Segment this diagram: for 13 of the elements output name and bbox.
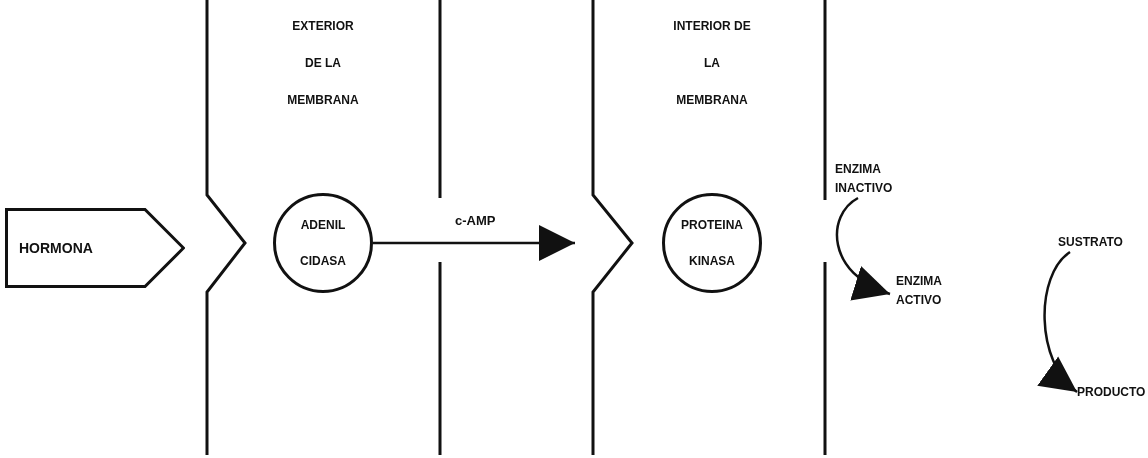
enzyme-circle: ADENIL CIDASA <box>273 193 373 293</box>
region-label: INTERIOR DE LA MEMBRANA <box>672 18 752 109</box>
hormone-pentagon: HORMONA <box>5 208 185 288</box>
enzyme-circle: PROTEINA KINASA <box>662 193 762 293</box>
molecule-label: ENZIMA ACTIVO <box>890 272 970 310</box>
molecule-label: ENZIMA INACTIVO <box>835 160 925 198</box>
edge-label: c-AMP <box>453 213 498 228</box>
arrow <box>373 225 575 261</box>
arrow <box>1038 251 1078 393</box>
arrow <box>835 196 891 298</box>
molecule-label: PRODUCTO <box>1077 382 1147 402</box>
molecule-label: SUSTRATO <box>1058 232 1146 252</box>
region-label: EXTERIOR DE LA MEMBRANA <box>286 18 360 109</box>
